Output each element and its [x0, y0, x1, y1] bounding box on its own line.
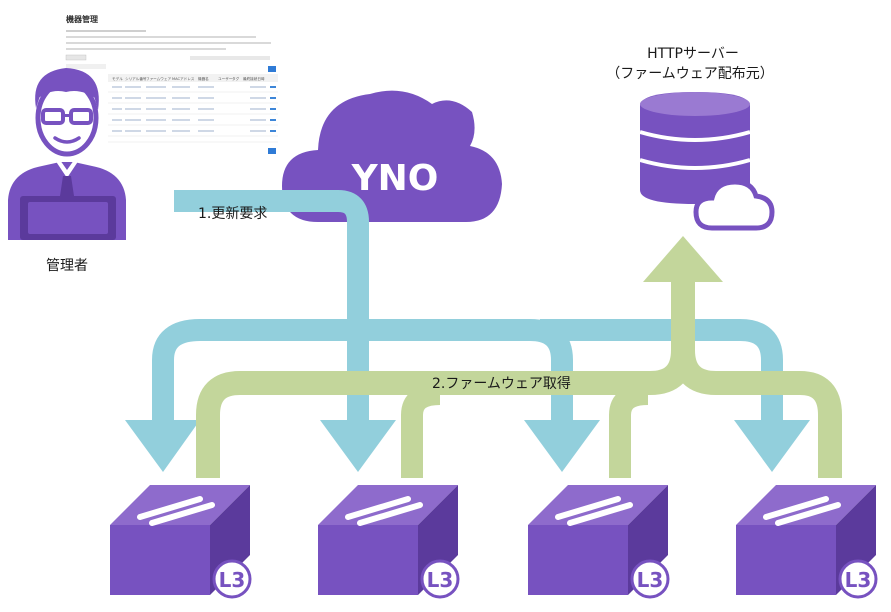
- column-header: ユーザー: [218, 76, 233, 81]
- admin-label: 管理者: [46, 258, 88, 274]
- column-header: 機器名: [198, 76, 209, 81]
- screenshot-table-header: モデル シリアル番号 ファームウェア MACアドレス 機器名 ユーザー タグ 最…: [112, 76, 265, 81]
- server-title: HTTPサーバー: [647, 46, 739, 62]
- switch-badge: L3: [427, 568, 454, 592]
- switch-badge: L3: [845, 568, 872, 592]
- firmware-fetch-arrows: [196, 236, 842, 478]
- update-request-arrows: [125, 190, 810, 472]
- database-icon: [639, 92, 751, 204]
- column-header: モデル: [112, 76, 123, 81]
- column-header: MACアドレス: [172, 76, 195, 81]
- column-header: 最終接続日時: [243, 76, 265, 81]
- l3-switch-icon: L3: [528, 485, 670, 599]
- cloud-small-icon: [693, 179, 775, 231]
- yno-cloud-icon: [282, 90, 502, 223]
- server-subtitle: （ファームウェア配布元）: [606, 66, 774, 82]
- firmware-fetch-label: 2.ファームウェア取得: [432, 375, 571, 392]
- l3-switch-icon: L3: [110, 485, 252, 599]
- admin-person-icon: [8, 68, 126, 240]
- l3-switch-icon: L3: [318, 485, 460, 599]
- column-header: タグ: [232, 76, 240, 81]
- switch-badge: L3: [219, 568, 246, 592]
- column-header: シリアル番号: [125, 76, 147, 81]
- screenshot-title: 機器管理: [66, 14, 98, 24]
- management-screenshot: 機器管理 モデル シリアル番号 ファームウェア MACアドレス 機器名 ユーザー…: [62, 8, 282, 158]
- cloud-label: YNO: [351, 158, 439, 199]
- l3-switch-icon: L3: [736, 485, 878, 599]
- update-request-label: 1.更新要求: [198, 206, 267, 222]
- switch-badge: L3: [637, 568, 664, 592]
- column-header: ファームウェア: [146, 76, 171, 81]
